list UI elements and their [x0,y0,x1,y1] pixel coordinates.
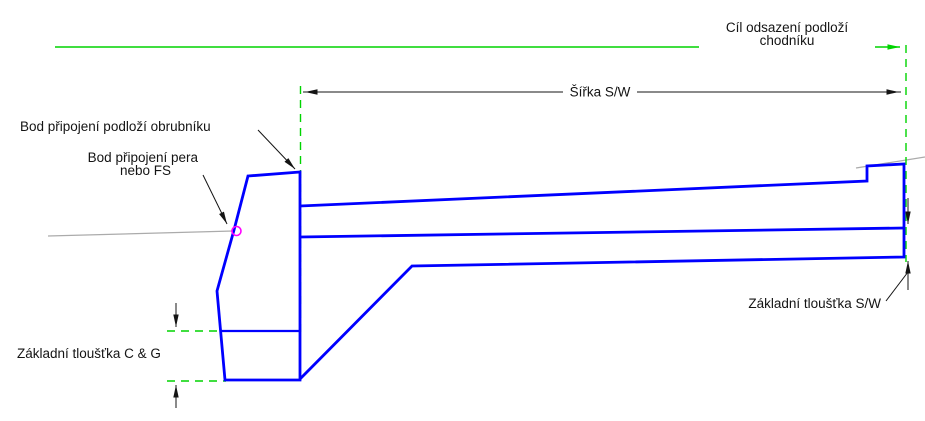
attachment-point-leader [202,174,228,225]
curb-gutter-outline [215,170,302,382]
offset-target-label-line2: chodníku [760,33,815,48]
cg-thickness-label: Základní tloušťka C & G [17,346,161,361]
attachment-point-marker [231,225,242,237]
width-dim-label: Šířka S/W [570,85,631,100]
sw-thickness-leader [885,271,909,302]
sidewalk-outline [299,162,906,380]
ground-line-left [47,230,234,237]
tongue-attach-label-line1: Bod připojení pera [88,150,199,165]
sidewalk-bottom-line [299,226,905,239]
offset-target-label-line1: Cíl odsazení podloží [726,20,849,35]
curb-subbase-leader [257,129,296,170]
sw-thickness-label: Základní tloušťka S/W [748,296,881,311]
width-dim-label-bg [563,84,637,99]
curb-subbase-attach-label: Bod připojení podloží obrubníku [20,119,211,134]
tongue-attach-label-line2: nebo FS [120,163,171,178]
offset-target-label-bg [699,19,875,48]
